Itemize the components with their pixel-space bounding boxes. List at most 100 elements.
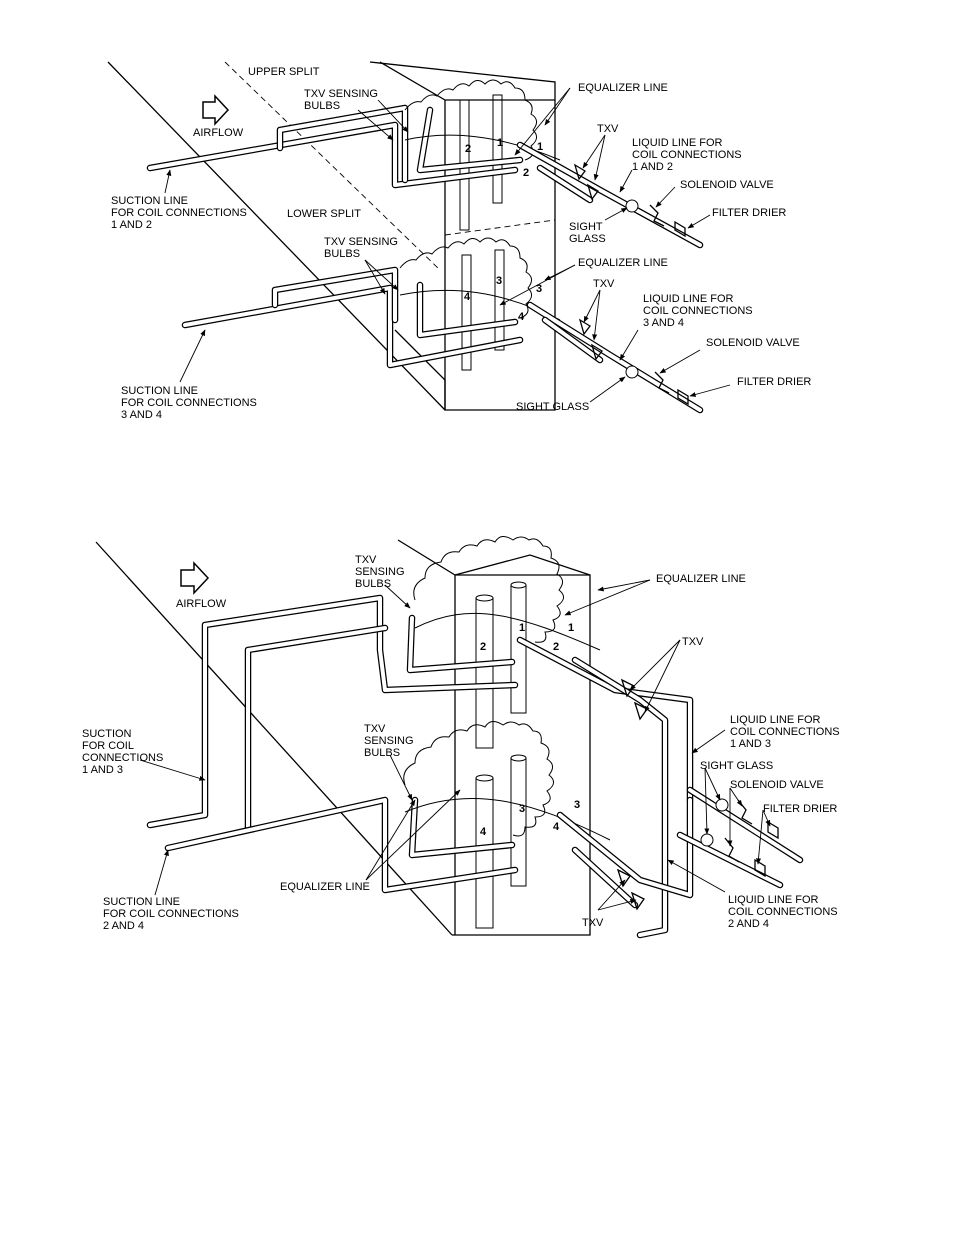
coil-connection-number: 4 [480,826,487,838]
coil-connection-number: 2 [523,167,529,179]
sight-glass-label: GLASS [569,233,606,245]
coil-connection-number: 3 [574,799,580,811]
equalizer-line-label: EQUALIZER LINE [578,257,668,269]
liquid-line-label: COIL CONNECTIONS [632,149,742,161]
liquid-line-label: 3 AND 4 [643,317,684,329]
sight-glass-upper [715,798,729,812]
filter-drier-upper [767,820,779,840]
txv-valve-lower [578,318,603,361]
coil-box-top-upper [369,61,556,411]
equalizer-tube-lower-1 [399,237,532,319]
solenoid-valve-lower [654,371,670,394]
suction-line-label: 1 AND 3 [82,764,123,776]
equalizer-tube-lower-2 [404,797,611,841]
txv-label: TXV [682,636,704,648]
filter-drier-label: FILTER DRIER [712,207,786,219]
distributor-tubes-upper [475,581,527,749]
coil-connection-number: 1 [519,622,525,634]
coil-connection-number: 3 [519,803,525,815]
distributor-tubes-lower [475,754,527,929]
airflow-label: AIRFLOW [176,598,227,610]
coil-connection-number: 1 [568,622,574,634]
txv-sensing-bulbs-label: SENSING [364,735,414,747]
sight-glass-label: SIGHT GLASS [700,760,773,772]
txv-sensing-bulbs-label: TXV SENSING [324,236,398,248]
txv-sensing-bulbs-label: BULBS [355,578,391,590]
liquid-line-label: COIL CONNECTIONS [730,726,840,738]
suction-line-label: 2 AND 4 [103,920,144,932]
solenoid-valve-label: SOLENOID VALVE [680,179,774,191]
sight-glass-lower [625,365,639,379]
bottom-diagram: TXV SENSING BULBS AIRFLOW EQUALIZER LINE… [82,536,840,939]
liquid-line-24 [556,796,694,899]
equalizer-tube-upper [413,536,564,643]
filter-drier-lower [677,388,689,406]
txv-sensing-bulbs-label: TXV [355,554,377,566]
txv-sensing-bulbs-label: SENSING [355,566,405,578]
coil-connection-number: 2 [480,641,486,653]
txv-label: TXV [597,123,619,135]
liquid-line-label: COIL CONNECTIONS [728,906,838,918]
coil-connection-number: 3 [496,275,502,287]
equalizer-line-label: EQUALIZER LINE [656,573,746,585]
lower-split-label: LOWER SPLIT [287,208,361,220]
lower-split-line [444,219,556,236]
equalizer-line-label: EQUALIZER LINE [578,82,668,94]
coil-box-top [379,61,555,101]
liquid-line-label: LIQUID LINE FOR [728,894,819,906]
suction-line-label: CONNECTIONS [82,752,163,764]
sight-glass-upper [625,199,639,213]
upper-split-label: UPPER SPLIT [248,66,320,78]
airflow-arrow-icon [202,94,230,126]
txv-sensing-bulbs-label: BULBS [364,747,400,759]
casing-edge-line [95,541,453,936]
liquid-line-label: LIQUID LINE FOR [730,714,821,726]
liquid-line-label: 2 AND 4 [728,918,769,930]
equalizer-line-label: EQUALIZER LINE [280,881,370,893]
filter-drier-label: FILTER DRIER [763,803,837,815]
suction-line-label: SUCTION [82,728,132,740]
suction-line-label: FOR COIL CONNECTIONS [103,908,239,920]
suction-line-label: FOR COIL [82,740,134,752]
liquid-line-label: 1 AND 3 [730,738,771,750]
suction-line-label: 3 AND 4 [121,409,162,421]
airflow-arrow-icon [180,561,210,595]
coil-connection-number: 4 [464,291,471,303]
sight-glass-lower [700,833,714,847]
liquid-line-label: LIQUID LINE FOR [643,293,734,305]
equalizer-tube-lower [403,721,554,837]
coil-connection-number: 2 [465,143,471,155]
suction-line-label: SUCTION LINE [121,385,198,397]
filter-drier-upper [674,220,686,238]
solenoid-valve-label: SOLENOID VALVE [706,337,800,349]
txv-sensing-bulbs-label: TXV SENSING [304,88,378,100]
solenoid-valve-upper [649,204,665,227]
top-diagram: UPPER SPLIT TXV SENSING BULBS AIRFLOW EQ… [107,61,811,421]
coil-connection-number: 1 [497,137,503,149]
equalizer-tube-upper-1 [404,79,537,161]
txv-label: TXV [593,278,615,290]
airflow-label: AIRFLOW [193,127,244,139]
txv-valve-upper [620,678,648,721]
coil-connection-number: 1 [537,141,543,153]
distributor-tubes-lower [461,249,505,371]
txv-sensing-bulbs-label: TXV [364,723,386,735]
txv-valve-upper [573,163,599,201]
coil-connection-number: 4 [553,821,560,833]
suction-line-label: SUCTION LINE [111,195,188,207]
txv-sensing-bulbs-label: BULBS [324,248,360,260]
coil-connection-number: 4 [518,311,525,323]
txv-sensing-bulbs-label: BULBS [304,100,340,112]
equalizer-tube-upper-2 [414,612,601,651]
filter-drier-label: FILTER DRIER [737,376,811,388]
suction-line-label: SUCTION LINE [103,896,180,908]
liquid-line-label: LIQUID LINE FOR [632,137,723,149]
coil-connection-number: 2 [553,641,559,653]
solenoid-valve-label: SOLENOID VALVE [730,779,824,791]
txv-label: TXV [582,917,604,929]
liquid-line-label: COIL CONNECTIONS [643,305,753,317]
coil-box-top [454,554,591,576]
suction-line-label: FOR COIL CONNECTIONS [121,397,257,409]
filter-drier-lower [754,858,766,878]
